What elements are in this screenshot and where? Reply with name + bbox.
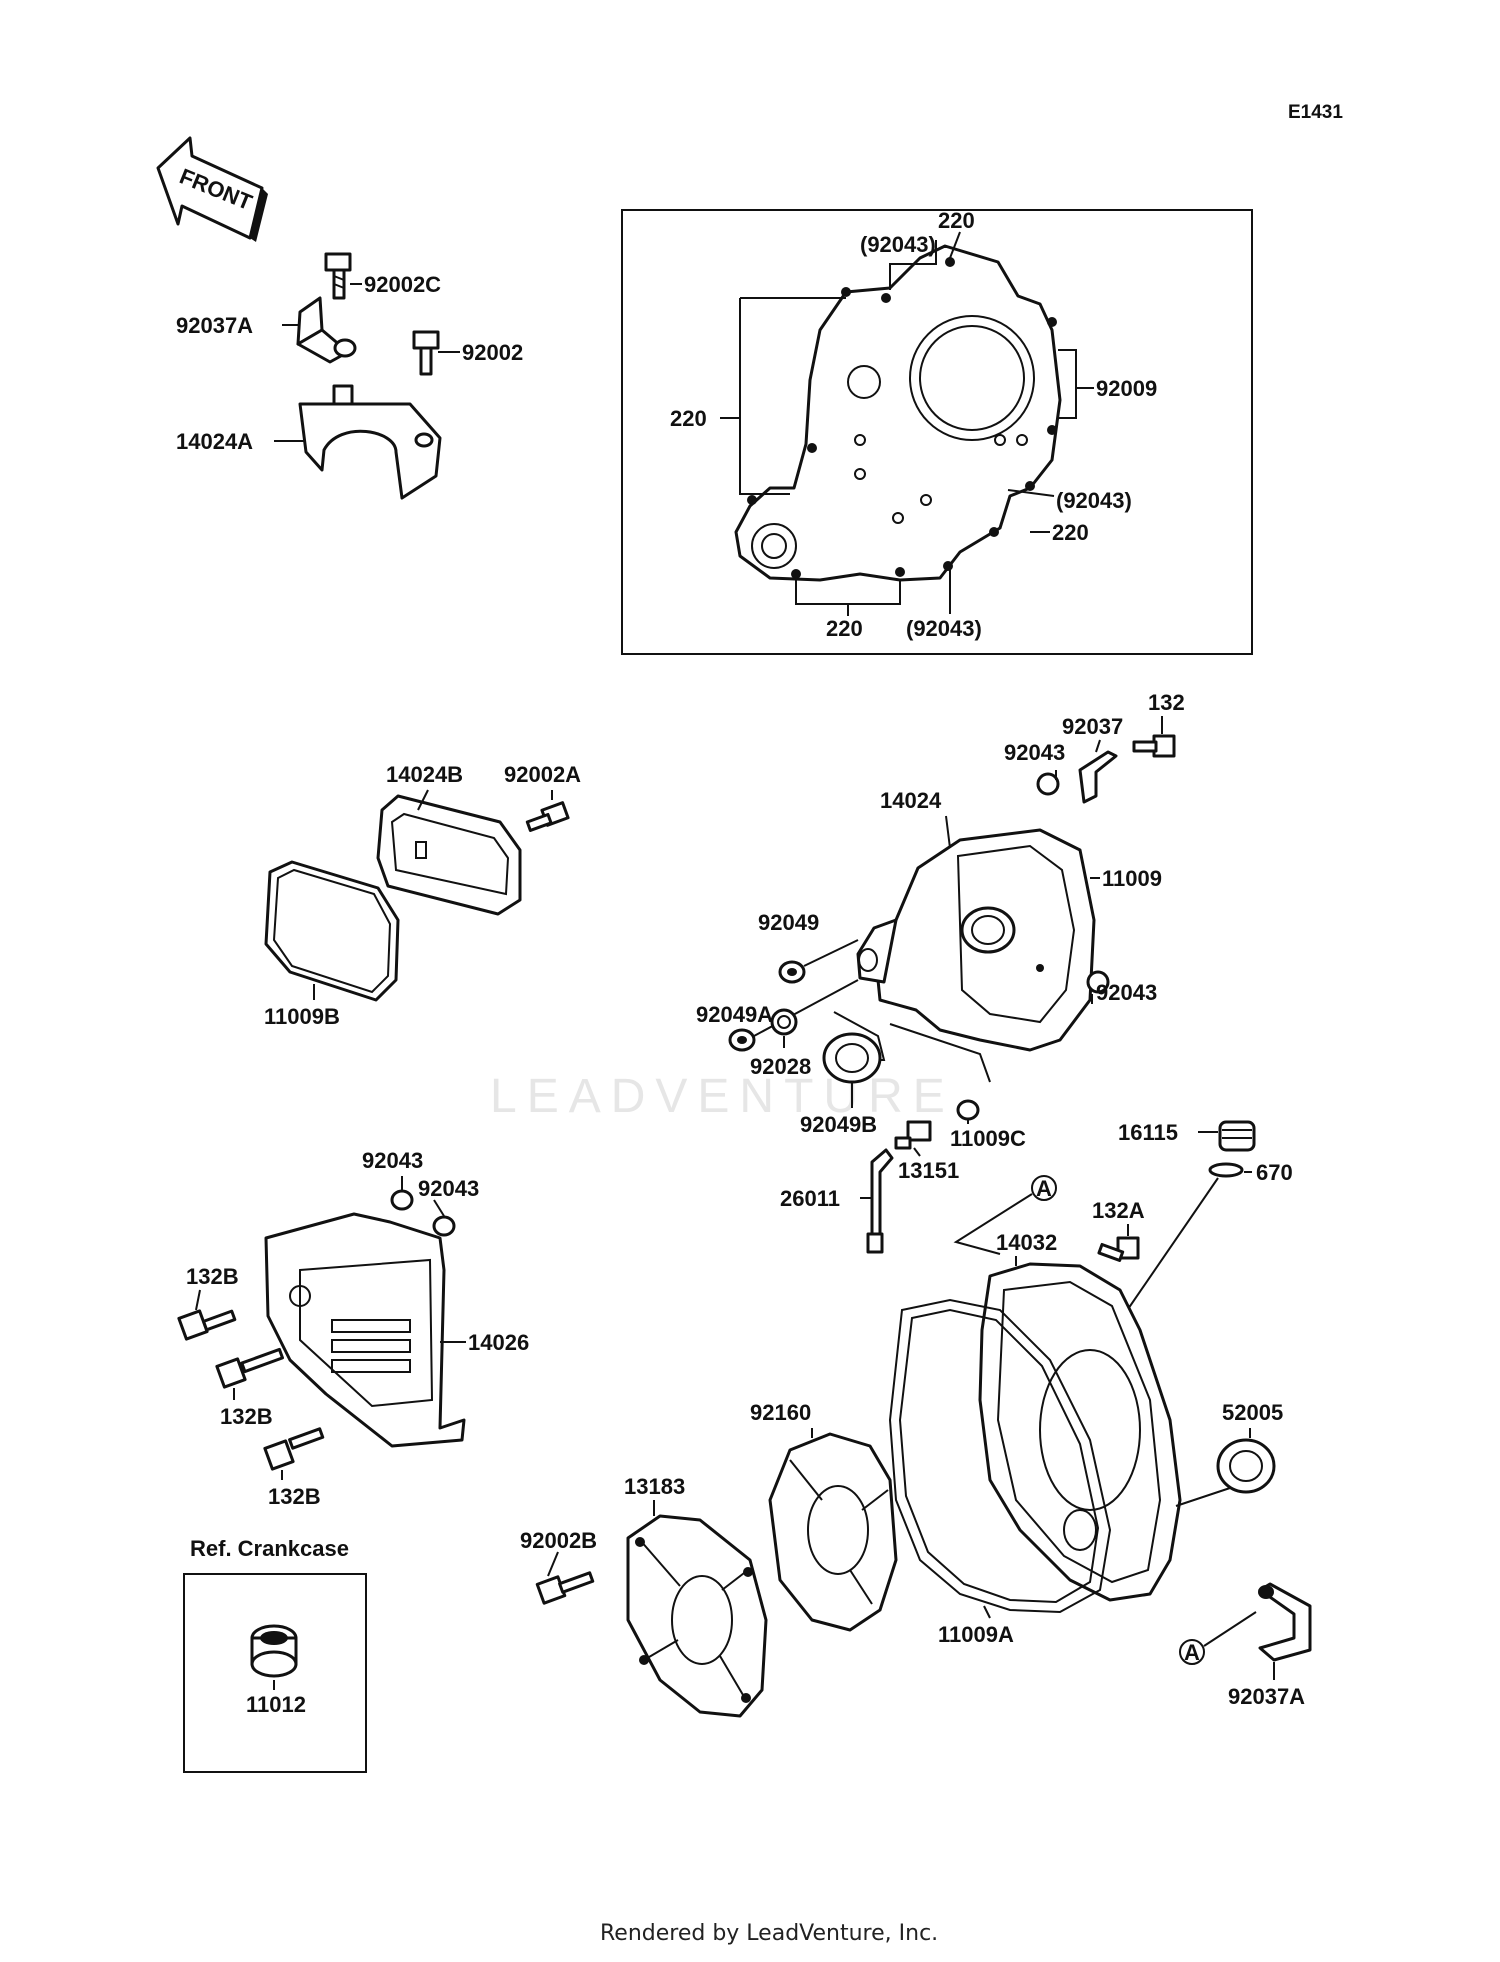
gasket-11009b-part [264, 860, 400, 1002]
label-14032: 14032 [996, 1230, 1057, 1255]
crankcase-outline-part [734, 244, 1062, 582]
label-14024: 14024 [880, 788, 942, 813]
label-11009b: 11009B [264, 1004, 340, 1029]
label-220-right: 220 [1052, 520, 1089, 545]
label-92037a-bottom: 92037A [1228, 1684, 1305, 1709]
svg-text:A: A [1184, 1640, 1200, 1665]
label-132b-b: 132B [220, 1404, 273, 1429]
label-92043-a: 92043 [1004, 740, 1065, 765]
label-220-bottom: 220 [826, 616, 863, 641]
plug-11012-part [250, 1624, 298, 1678]
label-92049b: 92049B [800, 1112, 877, 1137]
label-132b-c: 132B [268, 1484, 321, 1509]
label-92009: 92009 [1096, 376, 1157, 401]
label-11012: 11012 [246, 1692, 306, 1717]
bolt-92002-part [412, 330, 440, 376]
bolt-132b-c-part [263, 1427, 325, 1471]
sealant-inset-box [621, 209, 1253, 655]
label-220-left: 220 [670, 406, 707, 431]
label-92043-b: 92043 [1096, 980, 1157, 1005]
oring-670-part [1208, 1162, 1244, 1178]
label-92043-paren-right: (92043) [1056, 488, 1132, 513]
cover-14024a-part [298, 384, 442, 500]
bolt-92002b-part [535, 1571, 595, 1605]
label-670: 670 [1256, 1160, 1293, 1185]
crankcase-inset-box [183, 1573, 367, 1773]
label-92037a-top: 92037A [176, 313, 253, 338]
label-92002a: 92002A [504, 762, 581, 787]
figure-code: E1431 [1288, 102, 1343, 123]
fitting-26011-part [866, 1148, 894, 1254]
footer-credit: Rendered by LeadVenture, Inc. [600, 1921, 938, 1946]
label-92049: 92049 [758, 910, 819, 935]
switch-13151-part [894, 1120, 932, 1150]
bolt-92002c-part [324, 252, 352, 300]
svg-text:A: A [1036, 1176, 1052, 1201]
label-16115: 16115 [1118, 1120, 1178, 1145]
bracket-92037a-bottom-part [1258, 1582, 1312, 1662]
cover-14024b-part [376, 794, 522, 916]
cover-13183-part [626, 1514, 768, 1718]
dowel-92043-c-part [390, 1189, 414, 1211]
collar-92028-part [770, 1008, 798, 1036]
label-92049a: 92049A [696, 1002, 773, 1027]
label-92002c: 92002C [364, 272, 441, 297]
label-92043-d: 92043 [418, 1176, 479, 1201]
cover-14032-part [978, 1262, 1182, 1602]
label-220-top: 220 [938, 208, 975, 233]
front-arrow-icon: FRONT [156, 136, 268, 242]
label-132: 132 [1148, 690, 1185, 715]
label-92037: 92037 [1062, 714, 1123, 739]
bolt-132a-part [1097, 1236, 1140, 1262]
callout-a-bottom: A [1179, 1639, 1205, 1665]
label-92043-paren-bottom: (92043) [906, 616, 982, 641]
gasket-11009a-part [888, 1298, 1112, 1614]
bolt-132b-b-part [215, 1347, 285, 1389]
label-26011: 26011 [780, 1186, 840, 1211]
bolt-132b-a-part [177, 1309, 237, 1341]
callout-a-top: A [1031, 1175, 1057, 1201]
bracket-92037-part [1078, 750, 1118, 804]
label-92043-paren-top: (92043) [860, 232, 936, 257]
seal-92049a-part [728, 1028, 756, 1052]
label-52005: 52005 [1222, 1400, 1283, 1425]
seal-52005-part [1216, 1438, 1276, 1494]
label-92043-c: 92043 [362, 1148, 423, 1173]
label-11009c: 11009C [950, 1126, 1026, 1151]
label-92002b: 92002B [520, 1528, 597, 1553]
oring-11009c-part [956, 1099, 980, 1121]
label-13151: 13151 [898, 1158, 959, 1183]
label-11009a: 11009A [938, 1622, 1014, 1647]
seal-92049b-part [822, 1032, 882, 1084]
label-92028: 92028 [750, 1054, 811, 1079]
cover-14026-part [264, 1212, 466, 1448]
insulator-92160-part [768, 1432, 898, 1632]
label-14026: 14026 [468, 1330, 529, 1355]
inset-crankcase-label: Ref. Crankcase [190, 1536, 349, 1561]
label-92160: 92160 [750, 1400, 811, 1425]
dowel-92043-d-part [432, 1215, 456, 1237]
label-132a: 132A [1092, 1198, 1145, 1223]
dowel-92043-a-part [1036, 772, 1060, 796]
label-14024a: 14024A [176, 429, 253, 454]
label-92002: 92002 [462, 340, 523, 365]
seal-92049-part [778, 960, 806, 984]
label-11009: 11009 [1102, 866, 1162, 891]
label-132b-a: 132B [186, 1264, 239, 1289]
label-13183: 13183 [624, 1474, 685, 1499]
bolt-132-part [1132, 734, 1176, 758]
label-14024b: 14024B [386, 762, 463, 787]
dowel-92043-b-part [1086, 970, 1110, 994]
plug-16115-part [1218, 1120, 1256, 1152]
watermark: LEADVENTURE [490, 1070, 955, 1123]
cover-14024-part [856, 828, 1096, 1052]
bolt-92002a-part [525, 801, 570, 832]
bracket-92037a-part [296, 296, 357, 364]
